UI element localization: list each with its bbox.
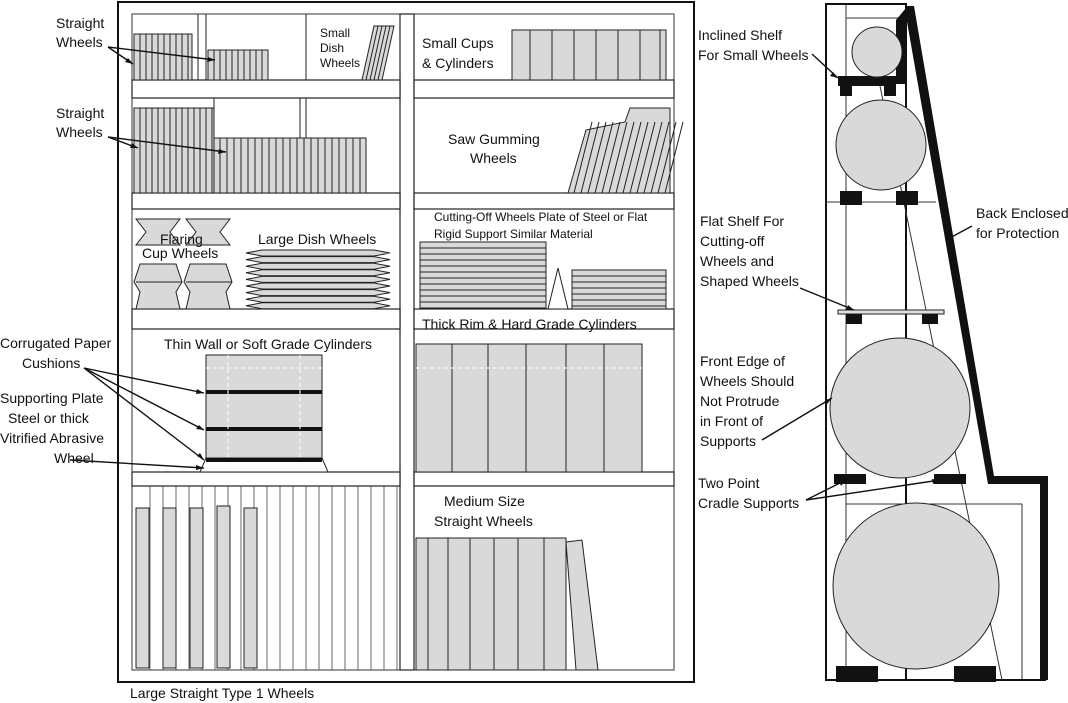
large-dish-label: Large Dish Wheels (258, 231, 376, 247)
thin-wall-label: Thin Wall or Soft Grade Cylinders (164, 336, 372, 352)
large-straight-wheels (135, 486, 398, 670)
flaring-cup-wheels (133, 218, 233, 310)
largest-wheel (832, 502, 1000, 670)
large-wheel (829, 337, 971, 479)
small-dish-wheels (361, 25, 395, 81)
right-arrows (761, 53, 973, 501)
shelf (131, 471, 401, 487)
medium-wheel (835, 99, 927, 191)
shelf (131, 192, 401, 210)
center-divider (399, 13, 415, 671)
small-cups-label: Small Cups& Cylinders (422, 35, 494, 71)
medium-straight-wheels (415, 537, 599, 671)
straight-wheels-middle (133, 98, 367, 194)
shelf (131, 79, 401, 99)
small-wheel (851, 26, 903, 78)
thick-rim-cylinders (415, 343, 643, 473)
shelf (413, 192, 675, 210)
flat-shelf (837, 309, 945, 315)
shelf (413, 79, 675, 99)
straight-wheels-top (133, 14, 307, 81)
inclined-shelf (838, 76, 896, 86)
rack-side-view (825, 3, 1048, 682)
back-enclosure (906, 6, 1048, 680)
cutting-off-label: Cutting-Off Wheels Plate of Steel or Fla… (434, 210, 648, 241)
thick-rim-label: Thick Rim & Hard Grade Cylinders (422, 316, 637, 332)
shelf (131, 308, 401, 330)
cabinet-front-view (117, 1, 695, 683)
cabinet-frame (117, 1, 695, 683)
cutting-off-wheels (419, 241, 667, 310)
large-dish-wheels (245, 249, 391, 310)
large-straight-label: Large Straight Type 1 Wheels (130, 685, 314, 701)
saw-gumming-wheels (567, 107, 684, 194)
thin-wall-cylinders (199, 354, 329, 473)
left-arrows (69, 46, 227, 470)
shelf (413, 471, 675, 487)
small-cups-cylinders (511, 29, 667, 81)
